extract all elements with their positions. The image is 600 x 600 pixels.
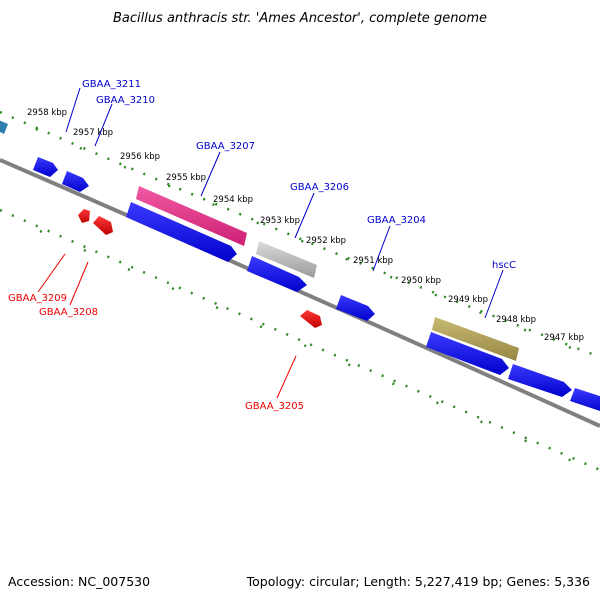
gene-label-forward[interactable]: GBAA_3206: [290, 182, 349, 193]
forward-gene[interactable]: [508, 364, 572, 397]
kbp-label: 2950 kbp: [401, 276, 441, 286]
kbp-label: 2957 kbp: [73, 128, 113, 138]
gene-label-forward[interactable]: hscC: [492, 260, 516, 271]
kbp-label: 2954 kbp: [213, 195, 253, 205]
gene-label-reverse[interactable]: GBAA_3205: [245, 401, 304, 412]
forward-gene[interactable]: [126, 202, 237, 262]
forward-gene[interactable]: [33, 157, 58, 177]
feature-slot: [0, 118, 519, 361]
kbp-label: 2952 kbp: [306, 236, 346, 246]
reverse-tick-ring: [0, 208, 600, 475]
gene-label-forward[interactable]: GBAA_3204: [367, 215, 426, 226]
accession-text: Accession: NC_007530: [8, 574, 150, 589]
kbp-label: 2956 kbp: [120, 152, 160, 162]
forward-gene[interactable]: [62, 171, 89, 192]
kbp-label: 2953 kbp: [260, 216, 300, 226]
forward-tick-ring: [0, 110, 600, 361]
kbp-label: 2951 kbp: [353, 256, 393, 266]
reverse-gene[interactable]: [93, 216, 113, 235]
forward-gene[interactable]: [570, 388, 600, 413]
reverse-genes: [78, 209, 322, 328]
pink-feature[interactable]: [136, 186, 247, 246]
gene-label-reverse[interactable]: GBAA_3208: [39, 307, 98, 318]
genome-backbone: [0, 158, 600, 428]
forward-genes: [33, 157, 600, 413]
kbp-label: 2955 kbp: [166, 173, 206, 183]
reverse-gene[interactable]: [300, 310, 322, 328]
reverse-label-lines: [37, 253, 297, 399]
reverse-gene[interactable]: [78, 209, 90, 223]
forward-gene[interactable]: [336, 295, 375, 321]
gray-feature[interactable]: [256, 241, 317, 278]
olive-feature[interactable]: [432, 317, 519, 361]
forward-gene[interactable]: [426, 332, 509, 375]
gene-label-reverse[interactable]: GBAA_3209: [8, 293, 67, 304]
kbp-scale: 2958 kbp 2957 kbp 2956 kbp 2955 kbp 2954…: [27, 108, 584, 343]
kbp-label: 2948 kbp: [496, 315, 536, 325]
gene-label-forward[interactable]: GBAA_3211: [82, 79, 141, 90]
kbp-label: 2958 kbp: [27, 108, 67, 118]
topology-summary: Topology: circular; Length: 5,227,419 bp…: [246, 574, 590, 589]
teal-feature[interactable]: [0, 118, 8, 134]
map-title: Bacillus anthracis str. 'Ames Ancestor',…: [113, 11, 487, 26]
kbp-label: 2949 kbp: [448, 295, 488, 305]
gene-label-forward[interactable]: GBAA_3210: [96, 95, 155, 106]
kbp-label: 2947 kbp: [544, 333, 584, 343]
forward-label-lines: [65, 87, 504, 319]
forward-gene[interactable]: [247, 256, 307, 292]
gene-label-forward[interactable]: GBAA_3207: [196, 141, 255, 152]
